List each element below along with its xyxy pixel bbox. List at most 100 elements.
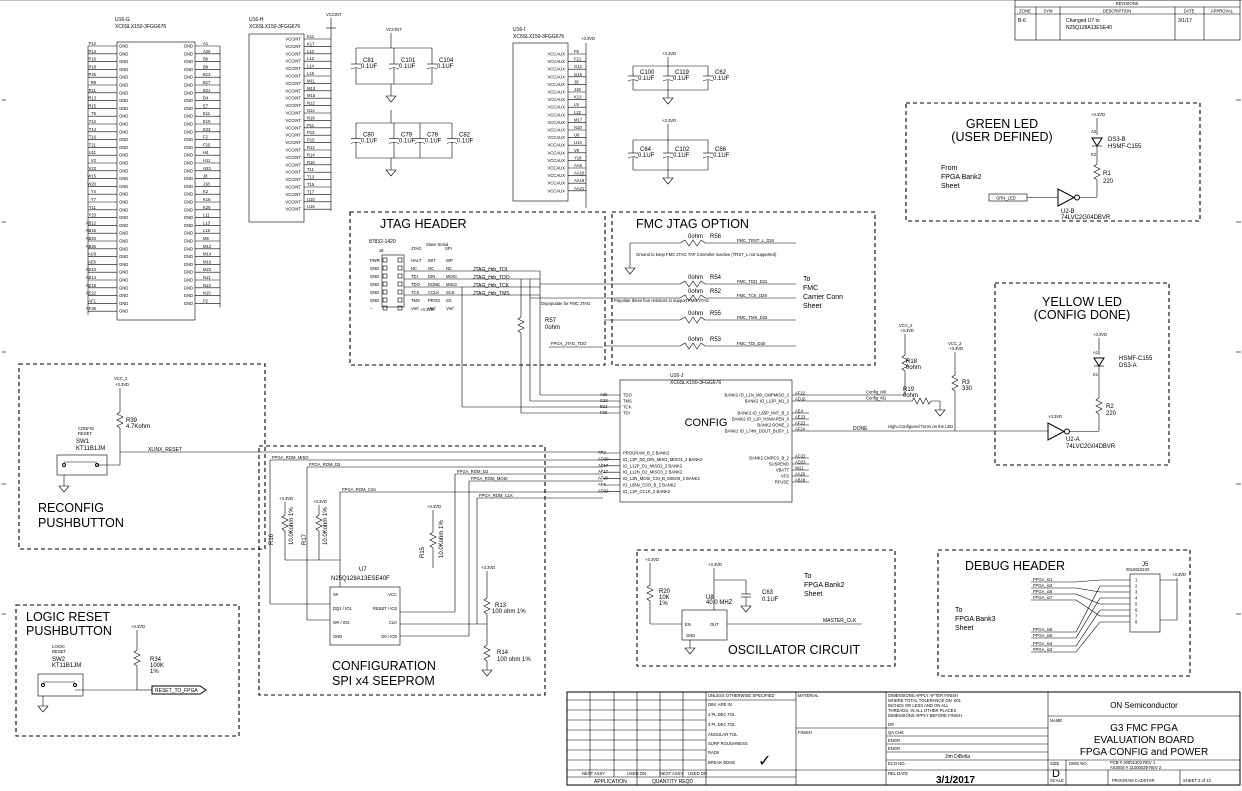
- u16j-pin-W21: W21: [795, 466, 804, 471]
- jtag-row-spi: NC: [446, 266, 452, 271]
- fmc-res-val: 0ohm: [688, 289, 703, 295]
- u16j-pin-func: RFUSE: [775, 480, 789, 485]
- jtag-pin-right-icon: [397, 289, 403, 295]
- sheet-border: [0, 0, 1242, 615]
- u16i-pin-L22: L22: [574, 110, 582, 115]
- u16j-pin-func: BANK2 IO_L74N_DOUT_BUSY_1: [725, 429, 790, 434]
- u16j-pin-func: IO_L12N_D2_MISO3_2 BANK2: [623, 470, 683, 475]
- rev-col-approval: APPROVAL: [1211, 9, 1234, 14]
- u16j-pin-AD16: AD16: [795, 397, 806, 402]
- spi-net-FPGA_ROM_D2: FPGA_ROM_D2: [457, 469, 489, 474]
- u16g-left-pin-label: GND: [119, 67, 128, 72]
- u16i-pin-label: VCCAUX: [548, 143, 566, 148]
- cap-vi-top-1-ref: C101: [401, 58, 416, 64]
- u16g-right-pin-label: GND: [184, 145, 193, 150]
- u16g-left-pin-label: GND: [119, 44, 128, 49]
- u16h-pin-L14: L14: [307, 64, 315, 69]
- u16h-pin-label: VCCINT: [285, 162, 301, 167]
- tb-next-assy-2: NEXT ASSY: [660, 771, 683, 776]
- u16i-pin-label: VCCAUX: [548, 90, 566, 95]
- tb-title1: G3 FMC FPGA: [1110, 723, 1178, 734]
- green-led-diode-icon: [1091, 137, 1103, 147]
- u16j-pin-AE17: AE17: [598, 463, 609, 468]
- u16g-left-pin-Y4: Y4: [91, 189, 97, 194]
- u16i-pin-label: VCCAUX: [548, 166, 566, 171]
- spi-r16-ref: R16: [269, 533, 275, 545]
- u16i-pin-J18: J18: [574, 87, 581, 92]
- yellow-led-section: YELLOW LED (CONFIG DONE) +3.3VD A1 K1 HS…: [994, 282, 1170, 466]
- tb-engr2: ENGR: [888, 746, 900, 751]
- cap-va-bot-1-ref: C102: [675, 147, 690, 153]
- jtag-row-spi: MOSI: [446, 274, 457, 279]
- fmc-res-net: FMC_TCK_D29: [737, 293, 767, 298]
- jtag-header-section: JTAG HEADER 87832-1420 J6 JTAG Slave Ser…: [349, 211, 606, 366]
- logic-reset-r-tol: 1%: [150, 669, 159, 675]
- jtag-r57-ref: R57: [545, 318, 557, 324]
- u16i-pin-label: VCCAUX: [548, 97, 566, 102]
- u16g-left-pin-label: GND: [119, 200, 128, 205]
- u16i-pin-AA21: AA21: [574, 186, 585, 191]
- u16j-pin-func: IO_L3P_D0_DIN_MISO_MISO1_2 BANK2: [623, 457, 703, 462]
- jtag-row-slave: DONE: [428, 282, 440, 287]
- spi-title: CONFIGURATION: [332, 659, 436, 673]
- fmc-res-R52-icon: [679, 294, 706, 302]
- u16g-left-pin-label: GND: [119, 176, 128, 181]
- jtag-row-pwr: GND: [370, 274, 379, 279]
- osc-pin-gnd: GND: [686, 633, 695, 638]
- u16g-left-pin-label: GND: [119, 215, 128, 220]
- cap-vi-top-0-ref: C81: [363, 58, 375, 64]
- rev-desc-line2: N25Q128A13ESE40: [1066, 25, 1112, 31]
- u16g-right-pin-M5: M5: [203, 236, 209, 241]
- fmc-res-ref: R56: [710, 234, 722, 240]
- u16j-pin-func: BANK2 IO_L1N_M0_CMPMISO_2: [725, 393, 790, 398]
- u16i-pin-label: VCCAUX: [548, 135, 566, 140]
- u16i-ref: U16-I: [513, 27, 525, 33]
- u16j-pin-func: BANK2 CMPCS_B_2: [749, 456, 789, 461]
- debug-pin-num: 7: [1135, 614, 1138, 619]
- debug-net-FPGA_io1: FPGA_io1: [1033, 577, 1053, 582]
- u16g-right-pin-E15: E15: [203, 119, 211, 124]
- osc-r20-rail: +3.3VD: [645, 557, 659, 562]
- u16i-pin-label: VCCAUX: [548, 52, 566, 57]
- logic-reset-sw-label2: RESET: [52, 649, 66, 654]
- u16i-pin-label: VCCAUX: [548, 120, 566, 125]
- u16g-right-pin-B17: B17: [203, 80, 211, 85]
- u16g-right-pin-A1: A1: [203, 41, 209, 46]
- u16g-left-pin-label: GND: [119, 90, 128, 95]
- fmc-res-val: 0ohm: [688, 337, 703, 343]
- u16g-right-pin-label: GND: [184, 239, 193, 244]
- u16g-left-pin-AB20: AB20: [86, 236, 97, 241]
- yellow-led-subtitle: (CONFIG DONE): [1034, 308, 1131, 322]
- cap-vi-bot-1-ref: C79: [401, 133, 413, 139]
- u16h-pin-label: VCCINT: [285, 125, 301, 130]
- fmc-jtag-note2: Populate these four resistors to support…: [614, 298, 709, 303]
- cap-va-top-1-ref: C119: [675, 70, 690, 76]
- u16j-pin-func: TCK: [623, 405, 632, 410]
- u16i-pin-label: VCCAUX: [548, 158, 566, 163]
- yellow-led-rail: +3.3VD: [1093, 332, 1107, 337]
- green-led-rail: +3.3VD: [1091, 112, 1105, 117]
- jtag-row-jtag: HALT: [411, 258, 422, 263]
- reconfig-section: VCC_2 +3.3VD R39 4.7Kohm CONFIG RESET SW…: [18, 363, 603, 550]
- logic-reset-section: LOGIC RESET PUSHBUTTON +3.3VD R34 100K 1…: [15, 604, 240, 737]
- jtag-pin-right-icon: [397, 273, 403, 279]
- u16g-left-pin-P25: P25: [89, 72, 97, 77]
- u16i-pin-label: VCCAUX: [548, 173, 566, 178]
- jtag-row-pwr: PWR: [370, 258, 380, 263]
- green-led-title: GREEN LED: [966, 117, 1038, 131]
- spi-chip-pin-left: GND: [333, 634, 342, 639]
- u16h-pin-label: VCCINT: [285, 199, 301, 204]
- u16h-pin-T11: T11: [307, 167, 315, 172]
- u16g-left-pin-AE10: AE10: [86, 267, 97, 272]
- debug-title: DEBUG HEADER: [965, 559, 1065, 573]
- spi-chip-pin-right: D0 / IO0: [381, 634, 397, 639]
- u16j-net-m0: Config_M0: [866, 390, 887, 395]
- spi-r13-rail: +3.3VD: [481, 565, 495, 570]
- reconfig-title: RECONFIG: [38, 501, 104, 515]
- yellow-led-r-ref: R2: [1106, 404, 1114, 410]
- u16g-right-pin-label: GND: [184, 67, 193, 72]
- osc-pin-out: OUT: [710, 622, 719, 627]
- green-led-net: GRN_LED: [996, 196, 1016, 201]
- rev-desc-line1: Changed U7 to: [1066, 18, 1100, 24]
